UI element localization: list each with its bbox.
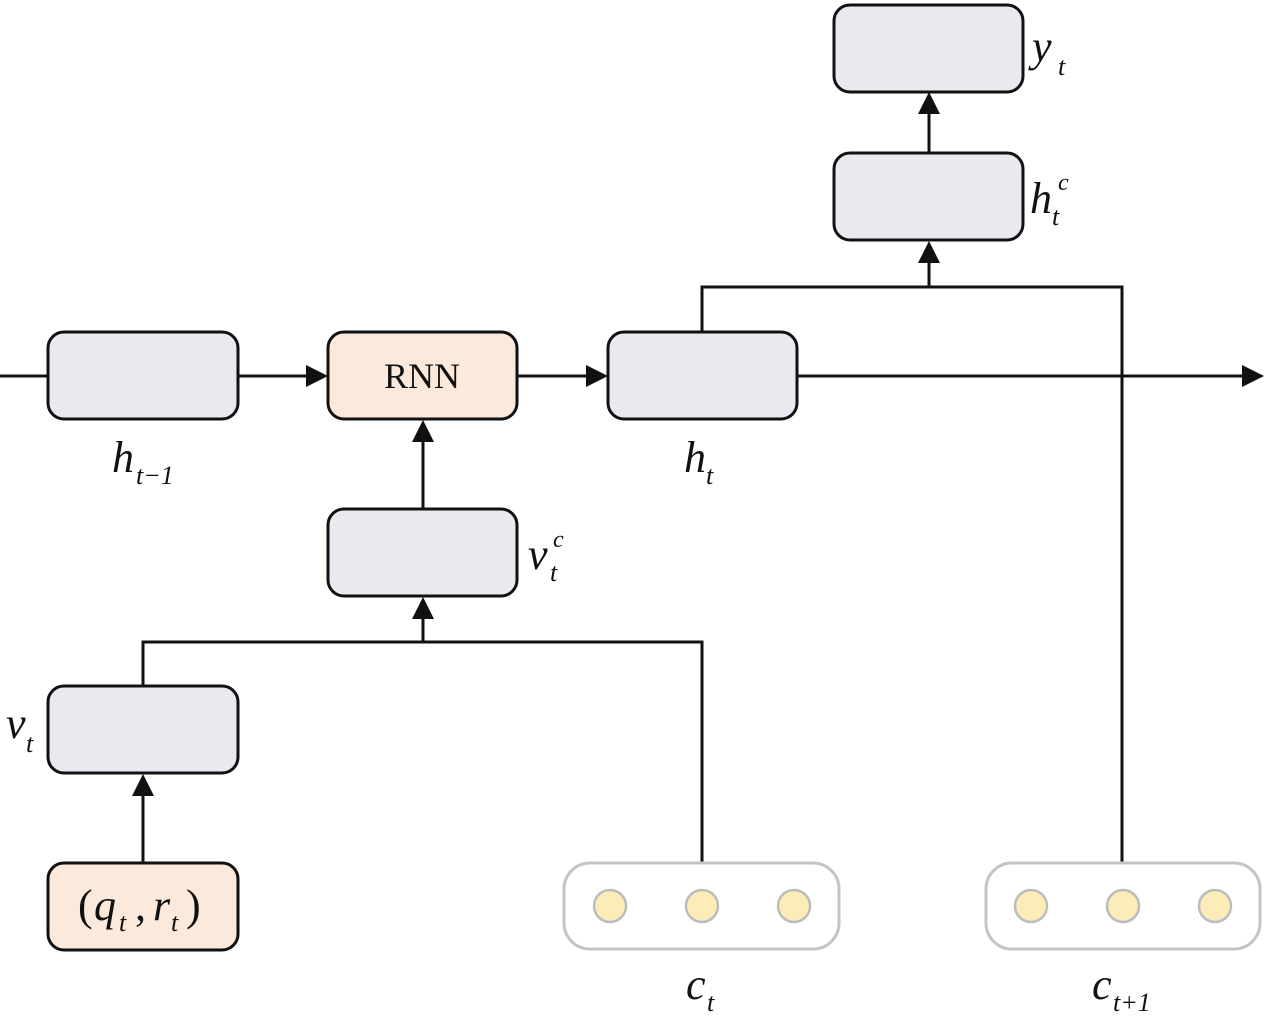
arrowhead-vt-bottom	[132, 774, 154, 796]
node-h-t	[606, 330, 799, 421]
label-input-q: q	[94, 881, 116, 930]
label-c-t-sub: t	[707, 988, 715, 1015]
label-input-r-sub: t	[171, 908, 179, 937]
rnn-label: RNN	[384, 356, 460, 396]
label-c-t-next: c	[1092, 960, 1112, 1009]
label-y-t: y	[1028, 22, 1052, 71]
arrowhead-yt-bottom	[918, 92, 940, 114]
label-h-t: h	[684, 433, 706, 482]
label-c-t: c	[686, 960, 706, 1009]
label-h-c-sup: c	[1058, 170, 1069, 196]
node-input	[46, 861, 240, 952]
concept-dot	[1197, 888, 1233, 924]
label-input-comma: ,	[135, 881, 146, 930]
node-y-t	[832, 3, 1025, 94]
label-c-t-next-sub: t+1	[1113, 988, 1151, 1015]
label-h-prev-sub: t−1	[136, 461, 174, 490]
label-input-r: r	[153, 881, 171, 930]
concept-dot	[684, 888, 720, 924]
node-v-c	[326, 507, 519, 598]
arrowhead-output-right	[1242, 365, 1264, 387]
node-h-c	[832, 151, 1025, 242]
label-h-c: h	[1030, 174, 1052, 223]
label-v-t-sub: t	[26, 729, 34, 758]
label-input-open: (	[78, 881, 93, 930]
label-input-close: )	[186, 881, 201, 930]
label-v-t: v	[6, 699, 26, 748]
arrowhead-hc-bottom	[918, 241, 940, 263]
label-v-c-sub: t	[550, 558, 558, 587]
arrowhead-rnn-left	[306, 365, 328, 387]
arrowhead-rnn-bottom	[412, 420, 434, 442]
label-input-q-sub: t	[119, 908, 127, 937]
concept-dot	[592, 888, 628, 924]
label-y-t-sub: t	[1058, 52, 1066, 81]
edge-ht-up-to-merge	[700, 285, 1124, 863]
label-h-prev: h	[112, 433, 134, 482]
concept-dot	[1105, 888, 1141, 924]
concept-dot	[1013, 888, 1049, 924]
label-v-c-sup: c	[553, 527, 564, 553]
arrowhead-ht-left	[586, 365, 608, 387]
label-h-c-sub: t	[1052, 202, 1060, 231]
node-h-prev	[46, 330, 240, 421]
arrowhead-vc-bottom	[412, 597, 434, 619]
node-v-t	[46, 684, 240, 775]
concept-dot	[776, 888, 812, 924]
label-h-t-sub: t	[706, 461, 714, 490]
node-rnn	[326, 330, 519, 421]
label-v-c: v	[528, 530, 548, 579]
